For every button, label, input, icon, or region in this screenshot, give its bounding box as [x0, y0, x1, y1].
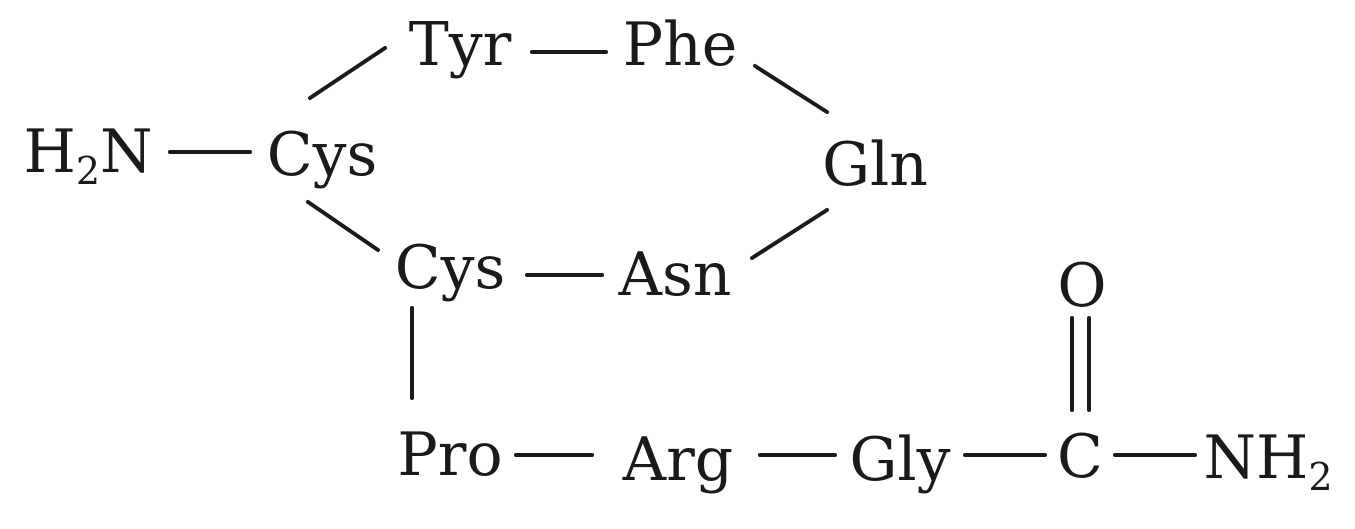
- residue-cys-1: Cys: [266, 120, 378, 190]
- residue-phe: Phe: [622, 10, 738, 80]
- residue-asn: Asn: [618, 240, 732, 310]
- carbonyl-carbon: C: [1057, 422, 1103, 492]
- bond-phe-gln: [753, 64, 829, 114]
- amide-terminus-label: NH2: [1203, 423, 1333, 500]
- residue-cys-2: Cys: [394, 233, 506, 303]
- bond-gln-asn: [750, 208, 829, 260]
- bond-cys1-tyr: [308, 46, 387, 100]
- residue-gln: Gln: [822, 130, 928, 200]
- residue-gly: Gly: [849, 425, 951, 495]
- amino-terminus-label: H2N: [23, 117, 153, 194]
- residue-pro: Pro: [397, 420, 503, 490]
- carbonyl-oxygen: O: [1057, 251, 1107, 321]
- residue-tyr: Tyr: [408, 10, 512, 80]
- bond-cys1-cys2: [306, 200, 380, 252]
- residue-arg: Arg: [622, 425, 734, 495]
